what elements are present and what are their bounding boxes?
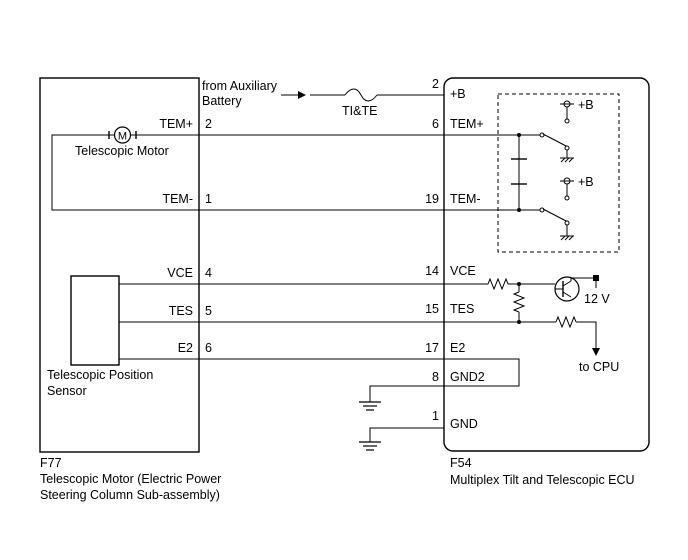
right-pin-name-gnd2: GND2 bbox=[450, 370, 485, 384]
position-sensor-box bbox=[70, 275, 120, 366]
supply-label-2: +B bbox=[578, 175, 594, 189]
left-pin-number-6: 6 bbox=[205, 341, 212, 355]
right-pin-number-19: 19 bbox=[425, 192, 439, 206]
source-label-line1: from Auxiliary bbox=[202, 79, 278, 93]
svg-text:M: M bbox=[118, 131, 127, 143]
sensor-label-line1: Telescopic Position bbox=[47, 368, 153, 382]
right-pin-name-tes: TES bbox=[450, 302, 474, 316]
motor-icon: M bbox=[108, 126, 137, 144]
battery-source: from Auxiliary Battery TI&TE bbox=[202, 79, 444, 118]
right-pin-name-tem-minus: TEM- bbox=[450, 192, 481, 206]
right-pin-number-8: 8 bbox=[432, 370, 439, 384]
right-pin-number-15: 15 bbox=[425, 302, 439, 316]
f77-name-line1: Telescopic Motor (Electric Power bbox=[40, 472, 221, 486]
resistor-icon bbox=[555, 315, 577, 329]
voltage-label: 12 V bbox=[584, 292, 610, 306]
cpu-arrow-icon bbox=[592, 348, 600, 356]
left-pin-name-vce: VCE bbox=[167, 266, 193, 280]
left-pin-number-2: 2 bbox=[205, 117, 212, 131]
relay-box bbox=[497, 93, 620, 253]
component-f54: 2 6 19 14 15 17 8 1 +B TEM+ TEM- VCE TES… bbox=[425, 77, 650, 487]
f54-code: F54 bbox=[450, 456, 472, 470]
right-pin-number-17: 17 bbox=[425, 341, 439, 355]
right-pin-name-gnd: GND bbox=[450, 417, 478, 431]
supply-label-1: +B bbox=[578, 98, 594, 112]
resistor-icon bbox=[512, 291, 526, 313]
wire-e2-gnd2-internal bbox=[444, 358, 520, 387]
ground-icon bbox=[359, 401, 381, 411]
right-pin-number-14: 14 bbox=[425, 264, 439, 278]
left-pin-number-1: 1 bbox=[205, 192, 212, 206]
fuse-icon bbox=[344, 88, 378, 102]
sensor-label-line2: Sensor bbox=[47, 384, 87, 398]
relay-switch-icon bbox=[539, 100, 574, 163]
right-pin-number-6: 6 bbox=[432, 117, 439, 131]
right-pin-name-vce: VCE bbox=[450, 264, 476, 278]
cpu-label: to CPU bbox=[579, 360, 619, 374]
f54-outline bbox=[443, 77, 650, 452]
relay-wiring bbox=[444, 134, 520, 211]
right-pin-number-2: 2 bbox=[432, 77, 439, 91]
transistor-icon bbox=[554, 275, 599, 302]
right-pin-number-1: 1 bbox=[432, 409, 439, 423]
f77-outline bbox=[39, 77, 200, 453]
ground-icon bbox=[359, 441, 381, 451]
resistor-icon bbox=[487, 277, 509, 291]
fuse-label: TI&TE bbox=[342, 104, 377, 118]
relay-switch-icon bbox=[539, 177, 574, 241]
motor-label: Telescopic Motor bbox=[75, 144, 169, 158]
component-f77: M Telescopic Motor Telescopic Position S… bbox=[39, 77, 221, 502]
harness-wires bbox=[119, 134, 444, 442]
source-label-line2: Battery bbox=[202, 94, 242, 108]
left-pin-number-5: 5 bbox=[205, 304, 212, 318]
right-pin-name-plus-b: +B bbox=[450, 87, 466, 101]
f77-name-line2: Steering Column Sub-assembly) bbox=[40, 488, 220, 502]
left-pin-name-e2: E2 bbox=[178, 341, 193, 355]
right-pin-name-e2: E2 bbox=[450, 341, 465, 355]
left-pin-name-tem-plus: TEM+ bbox=[159, 117, 193, 131]
right-pin-name-tem-plus: TEM+ bbox=[450, 117, 484, 131]
motor-loop-wire bbox=[51, 134, 199, 211]
wire-gnd bbox=[369, 427, 444, 442]
left-pin-number-4: 4 bbox=[205, 266, 212, 280]
left-pin-name-tem-minus: TEM- bbox=[162, 192, 193, 206]
left-pin-name-tes: TES bbox=[169, 304, 193, 318]
f77-code: F77 bbox=[40, 456, 62, 470]
f54-name: Multiplex Tilt and Telescopic ECU bbox=[450, 473, 635, 487]
wire-gnd2 bbox=[369, 385, 444, 402]
